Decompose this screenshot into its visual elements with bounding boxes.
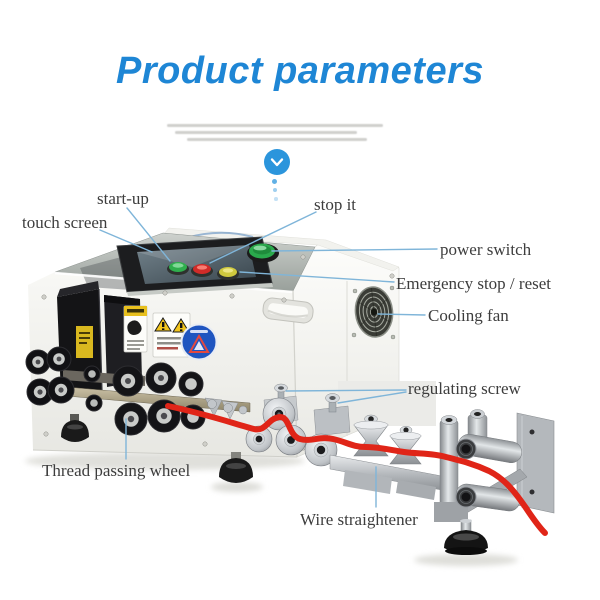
stop-button (191, 264, 213, 277)
leader-power-switch (271, 248, 438, 252)
label-power-switch: power switch (440, 240, 532, 259)
scroll-dot (272, 179, 277, 184)
red-wire (165, 403, 548, 536)
label-cooling-fan: Cooling fan (428, 306, 509, 325)
wire-straightener (245, 381, 555, 555)
leader-start-up (126, 207, 171, 262)
label-wire-straightener: Wire straightener (300, 510, 418, 529)
leader-regulating-screw-1 (285, 389, 407, 392)
label-touch-screen: touch screen (22, 213, 108, 232)
leader-lines (99, 207, 438, 508)
suction-feet (61, 414, 253, 483)
diabolo-pulley (389, 425, 422, 465)
side-handle (262, 297, 314, 324)
thread-passing-wheels (25, 346, 206, 436)
regulating-screw-2 (325, 393, 340, 413)
label-stop-it: stop it (314, 195, 357, 214)
leader-emergency (239, 271, 395, 283)
caution-sticker (123, 305, 148, 353)
scroll-dot (273, 188, 277, 192)
blue-round-sticker (180, 323, 218, 361)
leader-cooling-fan (377, 313, 426, 316)
emergency-button (217, 267, 239, 280)
start-button (167, 262, 189, 275)
label-thread-passing-wheel: Thread passing wheel (42, 461, 191, 480)
end-bracket (434, 409, 555, 555)
fine-print-line (175, 131, 357, 134)
fine-print-line (187, 138, 367, 141)
label-emergency-stop-reset: Emergency stop / reset (396, 274, 552, 293)
leader-touch-screen (99, 229, 153, 253)
backdrop-card (338, 381, 436, 426)
power-switch (247, 243, 279, 263)
label-start-up: start-up (97, 189, 149, 208)
roller (25, 346, 206, 436)
page-title: Product parameters (115, 50, 484, 92)
leader-stop-it (209, 211, 317, 264)
leader-regulating-screw-2 (337, 391, 407, 404)
scroll-dot (274, 197, 278, 201)
fine-print-line (167, 124, 383, 127)
warning-sticker (152, 312, 191, 358)
label-regulating-screw: regulating screw (408, 379, 521, 398)
cooling-fan (351, 285, 396, 340)
chevron-down-icon (264, 149, 290, 175)
